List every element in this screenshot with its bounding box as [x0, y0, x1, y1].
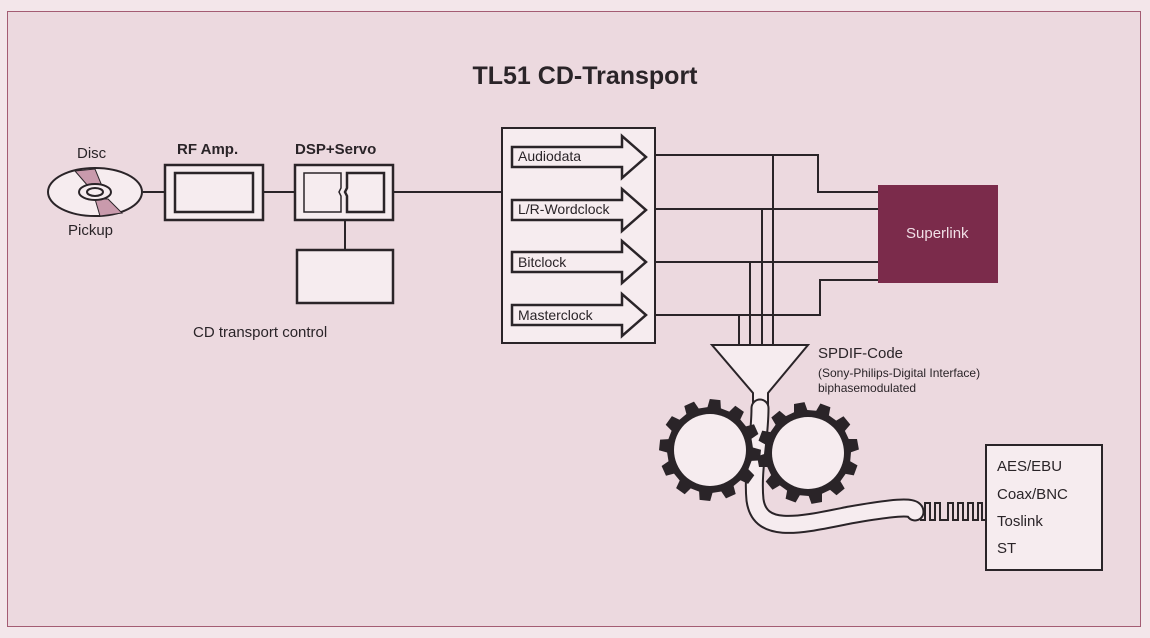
bus-arrow-icon	[510, 238, 648, 286]
dsp-servo-block	[293, 163, 395, 222]
spdif-title: SPDIF-Code	[818, 345, 904, 362]
transport-control-label: CD transport control	[193, 324, 328, 341]
rf-amp-label: RF Amp.	[177, 141, 239, 158]
output-box	[985, 444, 1103, 571]
transport-control-block	[295, 248, 395, 305]
bus-signal-label: Audiodata	[518, 148, 582, 164]
bus-arrow-icon	[510, 133, 648, 181]
square-wave-icon	[920, 502, 986, 521]
bus-signal-label: Bitclock	[518, 254, 567, 270]
spdif-note: biphasemodulated	[818, 381, 917, 395]
rf-amp-block	[163, 163, 265, 222]
bus-arrow-icon	[510, 186, 648, 234]
superlink-label: Superlink	[906, 225, 969, 242]
output-item: Coax/BNC	[997, 486, 1068, 503]
audiodata-line	[655, 154, 878, 193]
page-title: TL51 CD-Transport	[472, 62, 698, 90]
pickup-label: Pickup	[68, 222, 114, 239]
disc-label: Disc	[77, 145, 107, 162]
disc-icon	[47, 167, 143, 217]
output-item: AES/EBU	[997, 458, 1063, 475]
spdif-subtitle: (Sony-Philips-Digital Interface)	[818, 366, 981, 380]
right-gear-icon-hub	[772, 417, 844, 489]
bus-arrow-icon	[510, 291, 648, 339]
output-item: Toslink	[997, 513, 1043, 530]
dsp-servo-label: DSP+Servo	[295, 141, 377, 158]
masterclock-line	[655, 279, 878, 316]
superlink-block	[878, 185, 998, 283]
left-gear-icon-hub	[674, 414, 746, 486]
bus-signal-label: L/R-Wordclock	[518, 201, 610, 217]
bus-signal-label: Masterclock	[518, 307, 593, 323]
output-item: ST	[997, 540, 1017, 557]
